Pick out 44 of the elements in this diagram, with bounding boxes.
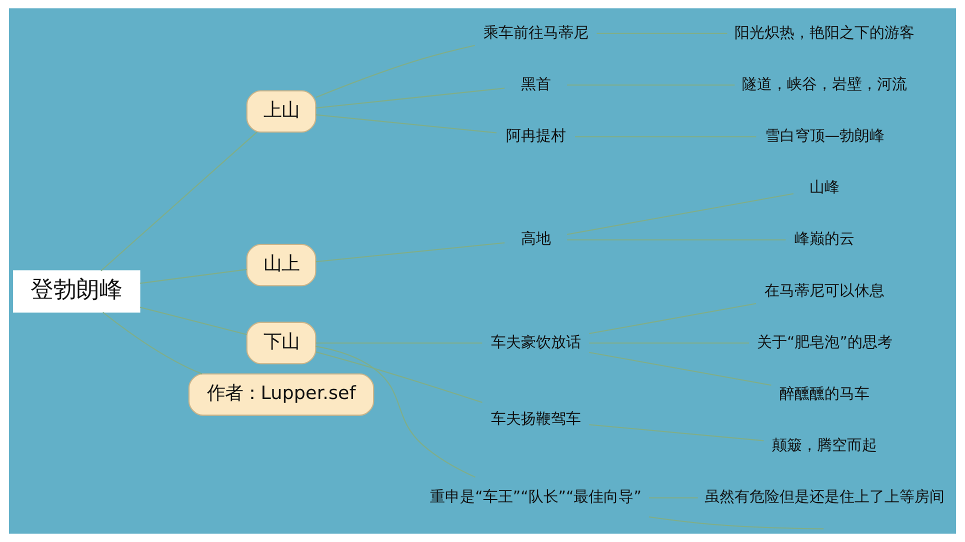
node-text: 颠簸，腾空而起 [772,436,878,454]
connector [567,84,735,86]
connector [589,424,764,442]
node-box: 下山 [246,322,316,364]
connector [648,516,824,530]
node-text: 高地 [520,230,551,248]
node-text: 乘车前往马蒂尼 [483,23,588,42]
node-text: 车夫扬鞭驾车 [490,410,581,428]
connector [589,303,756,334]
connector [567,239,786,240]
node-text: 醉醺醺的马车 [780,384,870,403]
connector [140,306,247,336]
node-text: 关于“肥皂泡”的思考 [757,332,892,351]
connector [589,352,772,386]
node-box: 登勃朗峰 [13,270,140,313]
connector [316,88,505,108]
node-text: 重申是“车王”“队长”“最佳向导” [430,488,642,506]
connector [316,44,475,98]
connector [140,268,247,284]
node-text: 阳光炽热，艳阳之下的游客 [734,23,915,42]
connector [102,312,202,374]
connector [316,242,505,262]
node-text: 在马蒂尼可以休息 [764,281,885,300]
node-box: 山上 [246,244,316,286]
node-text: 车夫豪饮放话 [490,332,581,351]
node-box: 作者：Lupper.sef [188,373,374,416]
connector [566,193,794,235]
connector [596,32,728,34]
node-text: 阿冉提村 [506,126,566,145]
node-text: 隧道，峡谷，岩壁，河流 [742,74,908,93]
connector [575,136,756,138]
node-text: 虽然有危险但是还是住上了上等房间 [704,488,945,506]
node-text: 峰巅的云 [794,230,855,248]
connector [316,342,482,344]
connector [316,346,476,478]
connector [316,114,497,134]
connector [316,351,482,403]
connector [649,497,698,498]
node-text: 黑首 [520,74,551,93]
connector [589,342,750,344]
node-text: 山峰 [810,178,840,196]
connector [100,132,258,272]
node-text: 雪白穹顶—勃朗峰 [764,126,885,145]
node-box: 上山 [246,90,316,133]
